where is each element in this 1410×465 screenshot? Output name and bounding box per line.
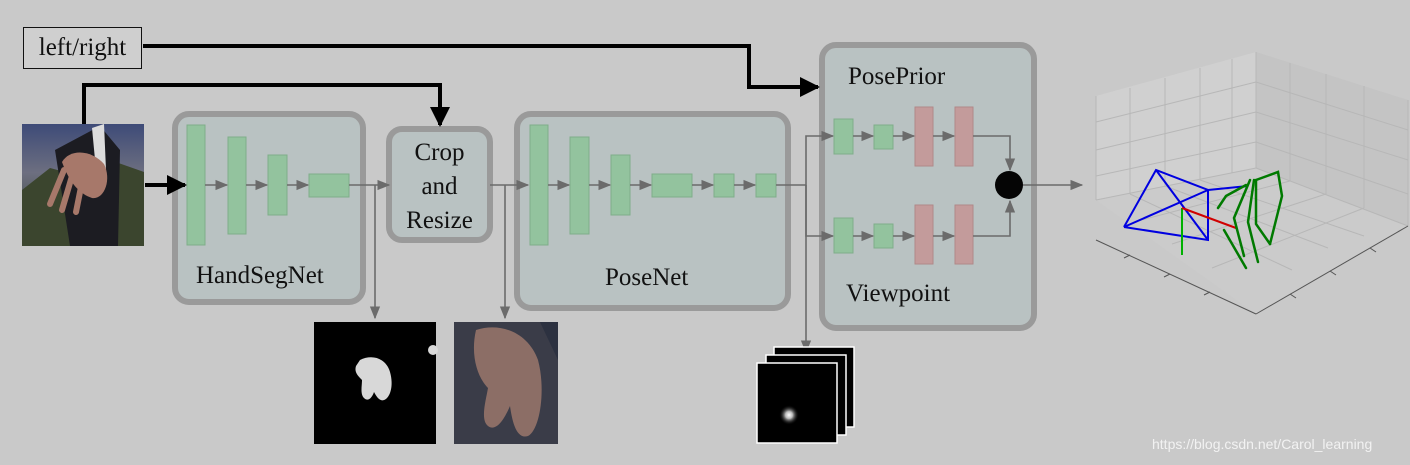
conv-layer (569, 136, 590, 235)
watermark-text: https://blog.csdn.net/Carol_learning (1152, 436, 1373, 452)
conv-layer (833, 217, 854, 254)
cropped-hand-image (454, 322, 558, 444)
poseprior-top-branch (833, 106, 1016, 172)
left-right-label: left/right (38, 34, 127, 61)
camera-frustum (1123, 168, 1249, 242)
conv-layer (873, 223, 894, 249)
conv-layer (755, 173, 777, 198)
merge-node (995, 171, 1023, 199)
conv-layer (529, 124, 549, 246)
posenet-label: PoseNet (605, 264, 689, 291)
input-hand-photo (22, 124, 144, 246)
crop-label-line3: Resize (406, 207, 473, 234)
conv-layer (610, 154, 631, 216)
poseprior-label: PosePrior (848, 63, 946, 90)
fc-layer (914, 204, 934, 265)
viewpoint-branch (833, 199, 1016, 265)
3d-hand-pose-plot (1095, 52, 1409, 315)
conv-layer (186, 124, 206, 246)
axis-red (1181, 207, 1237, 229)
segmentation-mask-image (314, 322, 438, 444)
conv-layer (308, 173, 350, 198)
fc-layer (914, 106, 934, 167)
conv-layer (713, 173, 735, 198)
conv-layer (873, 124, 894, 150)
thick-arrows (82, 44, 820, 195)
conv-layer (227, 136, 247, 235)
viewpoint-label: Viewpoint (846, 280, 951, 307)
handsegnet-label: HandSegNet (196, 262, 324, 289)
fc-layer (954, 106, 974, 167)
image-to-crop-arrow (82, 83, 450, 127)
crop-label-line1: Crop (414, 139, 465, 166)
left-right-arrow (143, 44, 820, 97)
conv-layer (833, 118, 854, 155)
conv-layer (267, 154, 288, 216)
poseprior-module (819, 42, 1037, 331)
keypoint-score-maps (756, 346, 855, 444)
posenet-output-arrows (776, 130, 835, 354)
crop-label-line2: and (421, 173, 458, 200)
hand-skeleton (1216, 170, 1284, 270)
fc-layer (954, 204, 974, 265)
left-right-input-box: left/right (23, 27, 142, 69)
conv-layer (651, 173, 693, 198)
